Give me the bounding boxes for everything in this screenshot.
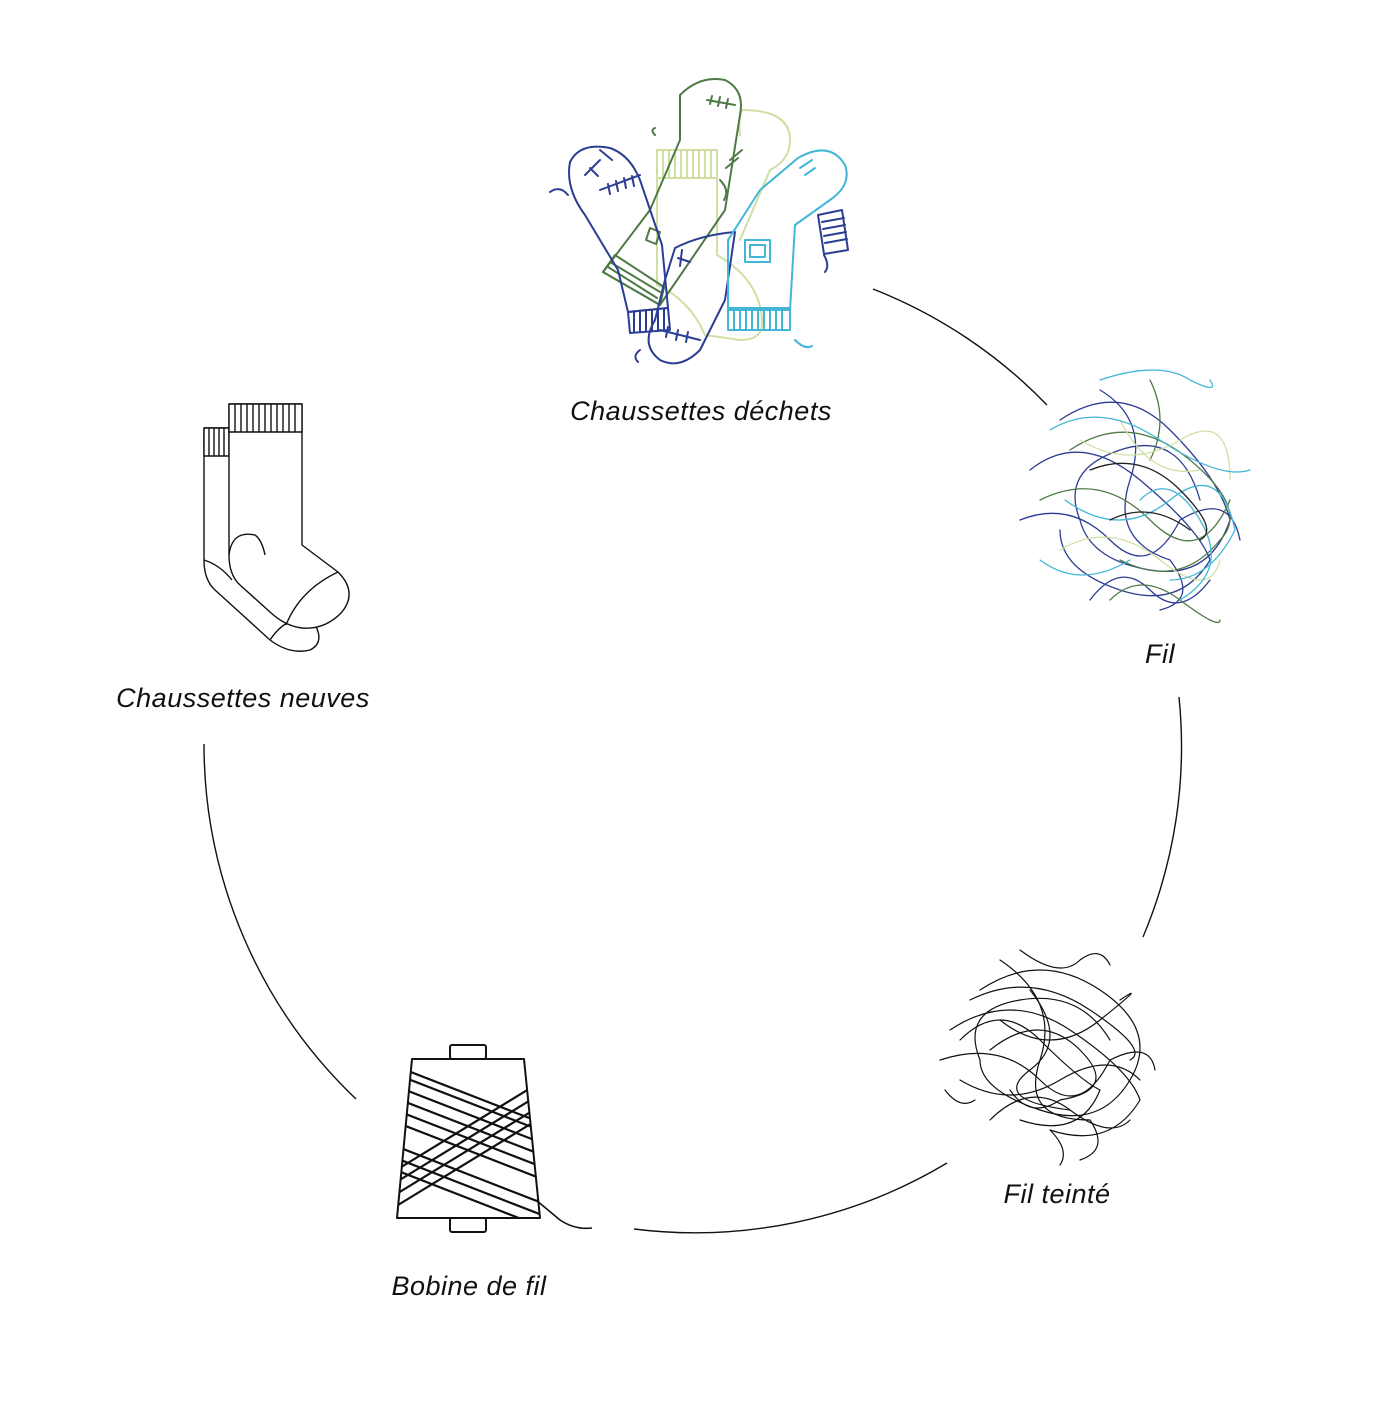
step-label-waste-socks: Chaussettes déchets <box>570 396 832 426</box>
connector-yarn-to-dyed <box>1142 696 1183 938</box>
yarn-bobbin-icon <box>396 1044 593 1233</box>
new-socks-icon <box>203 403 350 652</box>
step-label-yarn: Fil <box>1145 639 1175 669</box>
connector-waste-to-yarn <box>872 288 1048 406</box>
cycle-connectors <box>203 288 1183 1234</box>
connector-bobbin-to-new <box>203 743 357 1100</box>
dyed-fiber-tangle-icon <box>939 949 1156 1166</box>
waste-socks-icon <box>549 78 849 365</box>
connector-dyed-to-bobbin <box>633 1162 948 1234</box>
step-label-yarn-bobbin: Bobine de fil <box>391 1271 547 1301</box>
step-label-new-socks: Chaussettes neuves <box>116 683 370 713</box>
step-label-dyed-yarn: Fil teinté <box>1003 1179 1111 1209</box>
fiber-tangle-icon <box>1019 369 1251 624</box>
